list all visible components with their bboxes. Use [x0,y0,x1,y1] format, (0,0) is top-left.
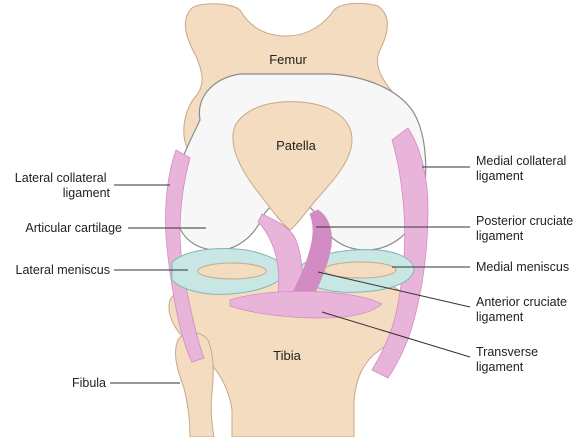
label-lateral-meniscus: Lateral meniscus [16,263,111,277]
label-anterior-cruciate-line2: ligament [476,310,524,324]
label-medial-collateral-line2: ligament [476,169,524,183]
lateral-meniscus-inner [198,263,266,279]
label-transverse-line1: Transverse [476,345,538,359]
label-femur: Femur [269,52,307,67]
label-lateral-collateral-line1: Lateral collateral [15,171,107,185]
label-tibia: Tibia [273,348,301,363]
label-lateral-collateral-line2: ligament [63,186,111,200]
label-patella: Patella [276,138,317,153]
label-transverse-line2: ligament [476,360,524,374]
label-articular-cartilage: Articular cartilage [25,221,122,235]
label-medial-collateral: Medial collateral ligament [476,154,570,183]
label-anterior-cruciate-line1: Anterior cruciate [476,295,567,309]
label-posterior-cruciate-line2: ligament [476,229,524,243]
label-posterior-cruciate-line1: Posterior cruciate [476,214,573,228]
label-fibula: Fibula [72,376,106,390]
label-transverse: Transverse ligament [476,345,542,374]
label-medial-collateral-line1: Medial collateral [476,154,566,168]
label-lateral-collateral: Lateral collateral ligament [15,171,111,200]
label-anterior-cruciate: Anterior cruciate ligament [476,295,571,324]
label-posterior-cruciate: Posterior cruciate ligament [476,214,577,243]
label-medial-meniscus: Medial meniscus [476,260,569,274]
